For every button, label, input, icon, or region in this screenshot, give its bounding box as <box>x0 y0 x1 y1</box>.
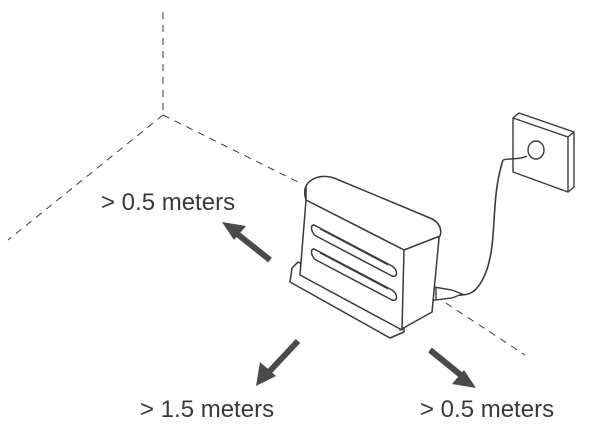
right-clearance-label: > 0.5 meters <box>420 396 555 423</box>
front-clearance-label: > 1.5 meters <box>140 396 275 423</box>
power-cord <box>431 159 504 296</box>
floor-right-wall-line <box>162 114 299 183</box>
floor-left-wall-line <box>7 114 164 241</box>
arrow-down-right-icon <box>428 347 476 388</box>
floor-right-wall-line-continued <box>434 295 526 356</box>
arrow-down-left-icon <box>256 338 301 386</box>
arrow-up-left-icon <box>222 222 272 263</box>
room-corner-lines <box>7 12 526 356</box>
left-clearance-label: > 0.5 meters <box>101 189 236 216</box>
wall-socket-icon <box>502 112 575 193</box>
charging-dock-icon <box>289 175 442 339</box>
